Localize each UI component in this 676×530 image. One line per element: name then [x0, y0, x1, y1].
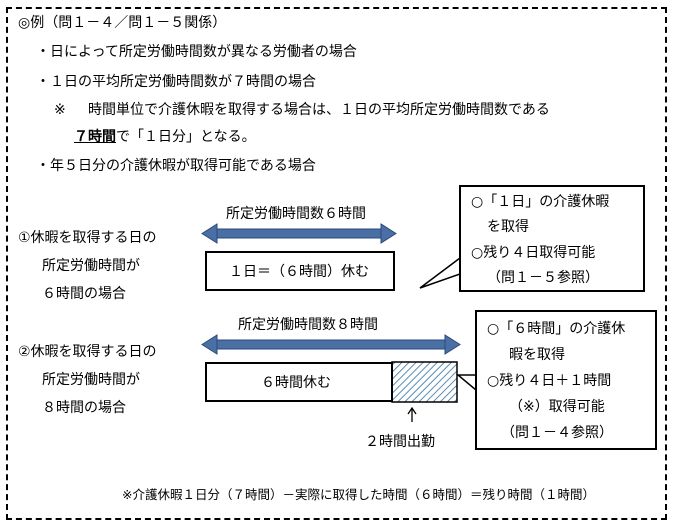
bullet-3: ・年５日分の介護休暇が取得可能である場合: [36, 158, 316, 174]
case2-arrow-label: 所定労働時間数８時間: [238, 317, 378, 333]
callout1-tail: [419, 256, 461, 289]
case2-callout-2: 暇を取得: [509, 347, 565, 363]
case1-label-3: ６時間の場合: [42, 286, 126, 302]
work-hours-hatch: [391, 361, 458, 403]
case2-double-arrow: [201, 334, 461, 355]
note-line-2-rest: で「１日分」となる。: [116, 129, 256, 145]
case2-callout-4: （※）取得可能: [509, 399, 605, 415]
work-pointer-arrow: [407, 406, 417, 422]
case2-bar: ６時間休む: [205, 362, 393, 402]
case2-callout-1: ○「６時間」の介護休: [487, 321, 626, 337]
case1-callout-1: ○「１日」の介護休暇: [471, 194, 610, 210]
case2-callout: ○「６時間」の介護休 暇を取得 ○残り４日＋１時間 （※）取得可能 （問１－４参…: [475, 310, 657, 450]
case1-bar-text: １日＝（６時間）休む: [229, 264, 369, 280]
case1-label-1: ①休暇を取得する日の: [18, 230, 157, 246]
case1-double-arrow: [201, 223, 397, 244]
heading: ◎例（問１－４／問１－５関係）: [18, 15, 227, 31]
case1-arrow-label: 所定労働時間数６時間: [226, 206, 366, 222]
case2-callout-5: （問１－４参照）: [501, 425, 613, 441]
note-line-2: ７時間で「１日分」となる。: [74, 128, 256, 146]
footer-note: ※介護休暇１日分（７時間）－実際に取得した時間（６時間）＝残り時間（１時間）: [122, 487, 595, 502]
case1-callout-4: （問１－５参照）: [487, 270, 599, 286]
case2-callout-3: ○残り４日＋１時間: [487, 373, 612, 389]
case2-bar-text: ６時間休む: [261, 375, 331, 391]
case1-bar: １日＝（６時間）休む: [205, 251, 395, 291]
bullet-2: ・１日の平均所定労働時間数が７時間の場合: [36, 74, 316, 90]
case1-label-2: 所定労働時間が: [42, 258, 140, 274]
case2-label-1: ②休暇を取得する日の: [18, 344, 157, 360]
bullet-1: ・日によって所定労働時間数が異なる労働者の場合: [36, 44, 357, 60]
case1-callout-2: を取得: [487, 219, 529, 235]
case2-label-3: ８時間の場合: [42, 400, 126, 416]
note-mark: ※: [54, 102, 66, 118]
case1-callout-3: ○残り４日取得可能: [471, 245, 596, 261]
case1-callout: ○「１日」の介護休暇 を取得 ○残り４日取得可能 （問１－５参照）: [459, 185, 645, 292]
work-label: ２時間出勤: [365, 434, 435, 450]
case2-label-2: 所定労働時間が: [42, 372, 140, 388]
note-underlined: ７時間: [74, 129, 116, 145]
callout2-tail: [455, 374, 477, 392]
note-line-1: 時間単位で介護休暇を取得する場合は、１日の平均所定労働時間数である: [88, 102, 550, 118]
example-frame: [6, 7, 667, 520]
